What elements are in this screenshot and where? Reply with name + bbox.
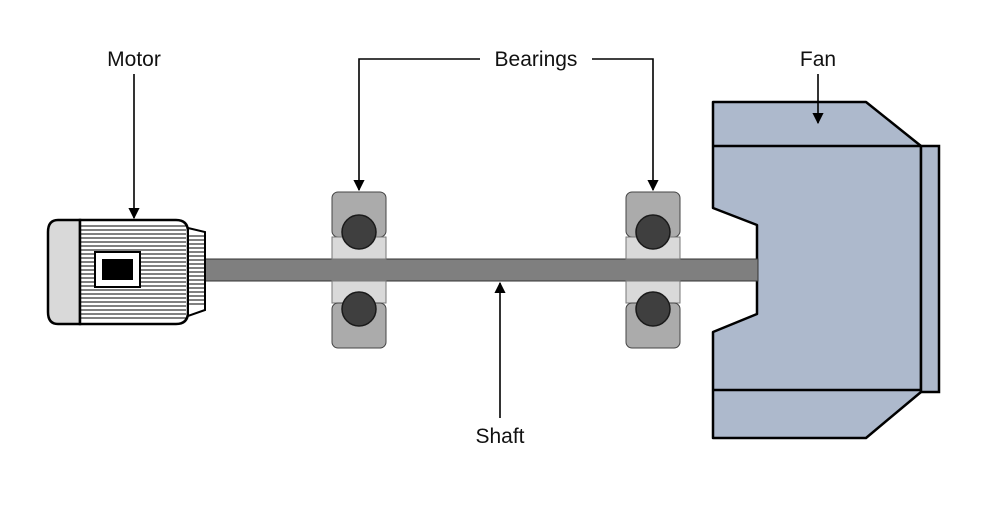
motor-label: Motor xyxy=(107,48,161,71)
shaft xyxy=(204,258,759,282)
fan-face-plate xyxy=(919,144,941,394)
bearing-left xyxy=(331,191,387,349)
bearings-label: Bearings xyxy=(495,48,578,71)
bearing-ball-bottom xyxy=(635,291,671,327)
bearings-leader-left xyxy=(353,58,480,192)
fan-label: Fan xyxy=(800,48,836,71)
bearings-leader-right xyxy=(592,58,659,192)
motor-end-cap xyxy=(46,218,82,326)
motor-terminal-box-inner xyxy=(102,259,133,280)
fan xyxy=(711,100,941,440)
shaft-label: Shaft xyxy=(475,425,524,448)
motor xyxy=(46,218,206,326)
fan-housing xyxy=(711,100,923,440)
bearing-right xyxy=(625,191,681,349)
motor-flange-fins xyxy=(189,235,204,305)
motor-cooling-fins xyxy=(81,225,186,319)
bearing-ball-top xyxy=(635,214,671,250)
bearing-ball-top xyxy=(341,214,377,250)
bearing-ball-bottom xyxy=(341,291,377,327)
